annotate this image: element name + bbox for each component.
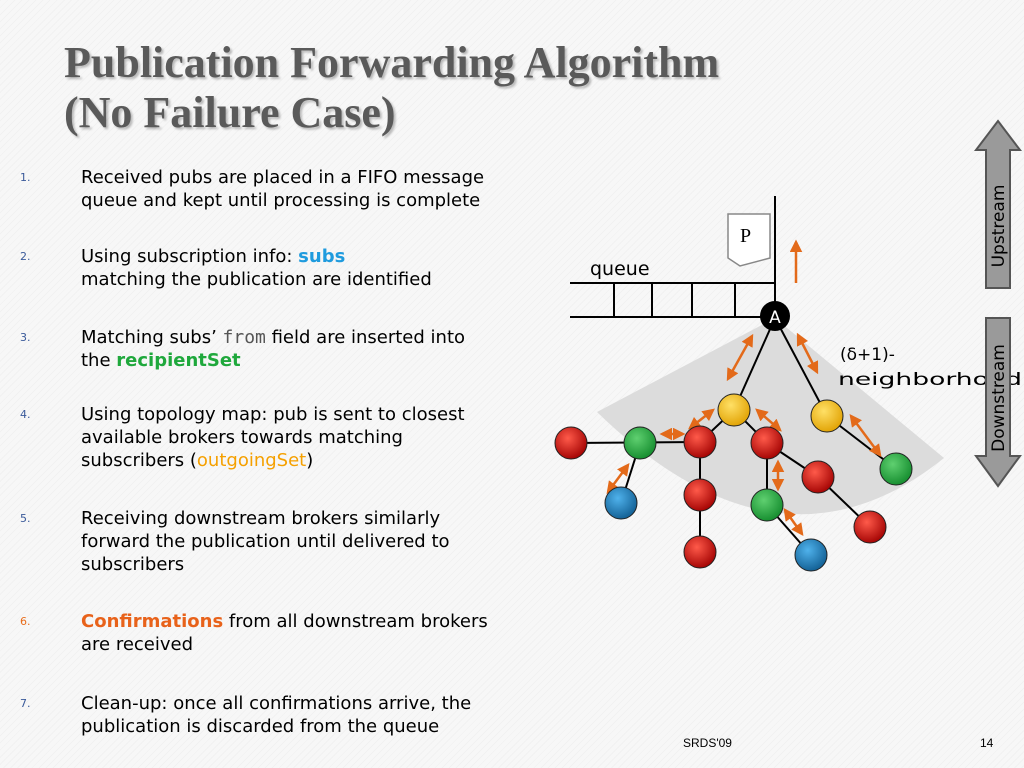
broker-node	[750, 488, 784, 522]
keyword-recipientset: recipientSet	[116, 350, 241, 371]
broker-a-label: A	[769, 308, 781, 328]
downstream-label: Downstream	[989, 344, 1009, 452]
broker-node	[750, 426, 784, 460]
broker-node	[683, 478, 717, 512]
code-from: from	[222, 327, 266, 348]
step-line: publication is discarded from the queue	[81, 716, 440, 737]
step-number: 1.	[20, 171, 31, 184]
broker-a: A	[760, 301, 790, 331]
step-text-run: Matching subs’	[81, 327, 223, 348]
step-text-run: )	[306, 450, 314, 471]
broker-node	[717, 393, 751, 427]
keyword-subs: subs	[298, 246, 346, 267]
publication-label: P	[740, 225, 751, 247]
step-text: Clean-up: once all confirmations arrive,…	[81, 692, 591, 738]
broker-node	[801, 460, 835, 494]
footer-conference-tag: SRDS'09	[683, 736, 732, 750]
keyword-outgoingset: outgoingSet	[196, 450, 307, 471]
step-text-run: Using subscription info:	[81, 246, 299, 267]
footer-page-number: 14	[980, 736, 994, 750]
step-line: Receiving downstream brokers similarly	[81, 508, 441, 529]
step-line: Confirmations from all downstream broker…	[81, 610, 591, 633]
broker-node	[554, 426, 588, 460]
downstream-arrow: Downstream	[974, 317, 1022, 488]
step-text: Using topology map: pub is sent to close…	[81, 403, 591, 472]
step-text-run: from all downstream brokers	[223, 611, 488, 632]
broker-node	[683, 535, 717, 569]
step-line: the recipientSet	[81, 349, 591, 372]
step-text-run: subscribers (	[81, 450, 197, 471]
neighborhood-label-line1: (δ+1)-	[840, 345, 895, 365]
step-text: Using subscription info: subs matching t…	[81, 245, 591, 291]
queue-label: queue	[590, 258, 650, 280]
step-text: Receiving downstream brokers similarly f…	[81, 507, 591, 576]
upstream-label: Upstream	[989, 185, 1009, 268]
step-line: queue and kept until processing is compl…	[81, 190, 481, 211]
slide-title: Publication Forwarding Algorithm (No Fai…	[64, 38, 719, 138]
step-number: 6.	[20, 615, 31, 628]
keyword-confirmations: Confirmations	[81, 611, 224, 632]
broker-node	[879, 452, 913, 486]
upstream-arrow: Upstream	[973, 119, 1023, 289]
step-line: Received pubs are placed in a FIFO messa…	[81, 167, 485, 188]
step-text-run: field are inserted into	[265, 327, 466, 348]
step-text: Received pubs are placed in a FIFO messa…	[81, 166, 591, 212]
step-number: 7.	[20, 697, 31, 710]
neighborhood-label-line2: neighborhood	[838, 370, 1022, 390]
broker-node	[810, 399, 844, 433]
title-line-1: Publication Forwarding Algorithm	[64, 38, 720, 87]
step-number: 4.	[20, 408, 31, 421]
step-line: Using subscription info: subs	[81, 245, 591, 268]
step-number: 3.	[20, 331, 31, 344]
queue	[570, 196, 776, 318]
step-line: available brokers towards matching	[81, 427, 403, 448]
publication-box: P	[727, 213, 771, 267]
title-line-2: (No Failure Case)	[64, 88, 396, 137]
step-number: 5.	[20, 512, 31, 525]
step-line: matching the publication are identified	[81, 269, 432, 290]
forwarding-arrows	[606, 239, 882, 537]
broker-node	[853, 510, 887, 544]
step-line: subscribers (outgoingSet)	[81, 449, 591, 472]
step-line: forward the publication until delivered …	[81, 531, 450, 552]
subscriber-node	[794, 538, 828, 572]
step-line: are received	[81, 634, 194, 655]
step-line: Clean-up: once all confirmations arrive,…	[81, 693, 472, 714]
step-text-run: the	[81, 350, 117, 371]
broker-nodes	[554, 393, 913, 572]
broker-node	[683, 425, 717, 459]
broker-node	[623, 426, 657, 460]
step-number: 2.	[20, 250, 31, 263]
step-line: Matching subs’ from field are inserted i…	[81, 326, 591, 349]
step-text: Confirmations from all downstream broker…	[81, 610, 591, 656]
step-text: Matching subs’ from field are inserted i…	[81, 326, 591, 372]
step-line: Using topology map: pub is sent to close…	[81, 404, 465, 425]
subscriber-node	[604, 486, 638, 520]
step-line: subscribers	[81, 554, 185, 575]
